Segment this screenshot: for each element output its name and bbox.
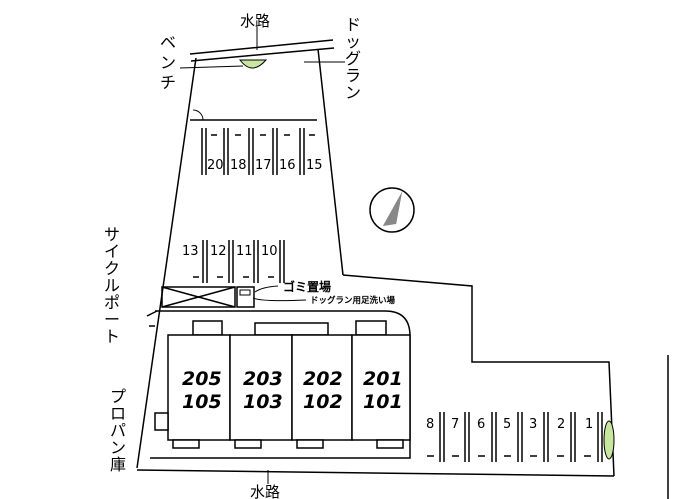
green-planting xyxy=(603,420,615,460)
parking-number-8: 8 xyxy=(426,417,434,432)
bench-label: ベンチ xyxy=(160,33,176,92)
dog-wash-leader xyxy=(252,297,307,302)
propane-label: プロパン庫 xyxy=(110,387,126,474)
parking-bottom-numbers: 8 7 6 5 3 2 1 xyxy=(426,417,593,432)
dog-wash-label: ドッグラン用足洗い場 xyxy=(310,295,396,306)
parking-number-1: 1 xyxy=(585,417,593,432)
garbage-label: ゴミ置場 xyxy=(283,279,331,294)
unit-203: 203 xyxy=(243,368,283,390)
water-top-label: 水路 xyxy=(240,12,270,30)
parking-number-13: 13 xyxy=(182,244,199,259)
unit-205: 205 xyxy=(182,368,222,390)
parking-number-12: 12 xyxy=(210,244,227,259)
unit-box-203 xyxy=(229,334,293,441)
unit-101: 101 xyxy=(363,391,403,413)
balconies xyxy=(192,320,387,336)
parking-number-2: 2 xyxy=(557,417,565,432)
site-boundary xyxy=(136,48,615,477)
north-compass-icon xyxy=(369,187,415,233)
parking-mid-row xyxy=(193,240,285,283)
unit-box-205 xyxy=(167,334,231,441)
parking-top-row xyxy=(201,128,315,175)
unit-103: 103 xyxy=(243,391,283,413)
unit-box-202 xyxy=(291,334,353,441)
bench-icon xyxy=(238,59,268,69)
units xyxy=(154,334,411,449)
parking-number-18: 18 xyxy=(230,158,247,173)
water-channel-top xyxy=(189,39,335,62)
unit-labels: 205 105 203 103 202 102 201 101 xyxy=(182,368,403,413)
parking-number-3: 3 xyxy=(529,417,537,432)
cycle-port-label: サイクルポート xyxy=(104,225,120,346)
parking-number-20: 20 xyxy=(207,158,224,173)
parking-number-6: 6 xyxy=(477,417,485,432)
parking-number-5: 5 xyxy=(503,417,511,432)
cycle-port xyxy=(161,286,236,308)
bench-leader xyxy=(179,65,244,69)
parking-number-16: 16 xyxy=(279,158,296,173)
water-bottom-label: 水路 xyxy=(250,483,280,499)
parking-number-15: 15 xyxy=(306,158,323,173)
dog-wash-area xyxy=(239,289,251,296)
parking-number-11: 11 xyxy=(236,244,253,259)
parking-number-10: 10 xyxy=(261,244,278,259)
unit-105: 105 xyxy=(182,391,222,413)
corner-arc xyxy=(192,109,204,121)
parking-top-numbers: 20 18 17 16 15 xyxy=(207,158,323,173)
unit-201: 201 xyxy=(363,368,403,390)
parking-bottom-row xyxy=(427,412,603,462)
parking-number-17: 17 xyxy=(255,158,272,173)
garbage-leader xyxy=(254,285,279,293)
parking-mid-numbers: 13 12 11 10 xyxy=(182,244,278,259)
dog-run-label: ドッグラン xyxy=(345,15,361,102)
propane-box xyxy=(154,412,169,431)
unit-102: 102 xyxy=(303,391,343,413)
parking-number-7: 7 xyxy=(451,417,459,432)
unit-202: 202 xyxy=(303,368,343,390)
unit-box-201 xyxy=(351,334,411,441)
